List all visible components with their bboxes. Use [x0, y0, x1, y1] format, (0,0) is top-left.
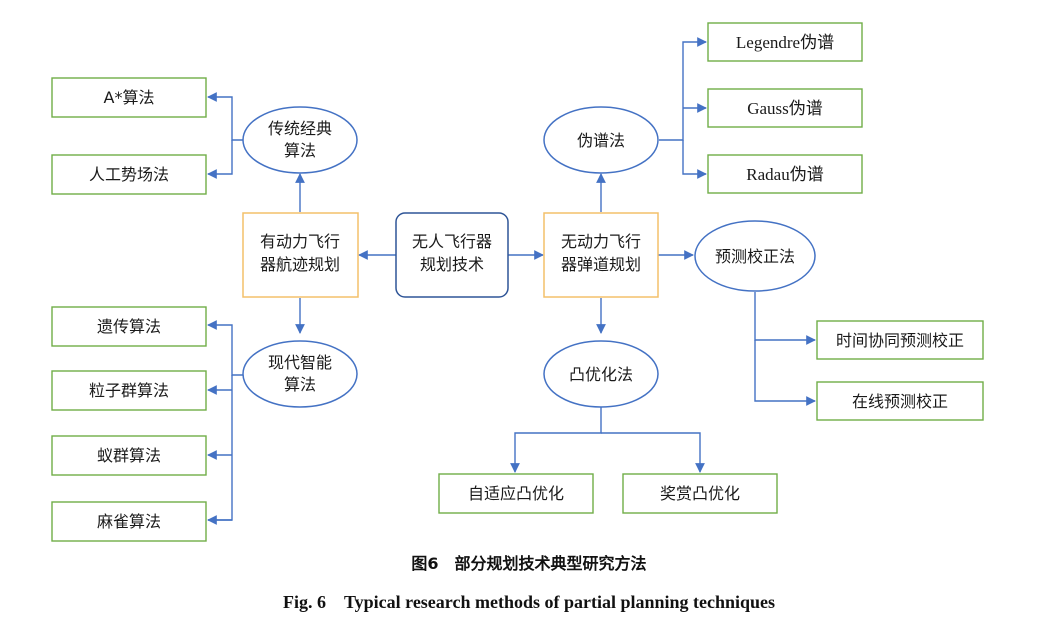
traditional-label-1: 传统经典: [268, 119, 332, 138]
leaf-astar: A*算法: [104, 88, 155, 107]
arrow-convex-to-reward: [601, 432, 705, 473]
ballistic-label-2: 器弹道规划: [561, 255, 641, 274]
caption-english: Fig. 6 Typical research methods of parti…: [282, 592, 776, 612]
leaf-box-reward: [622, 473, 778, 514]
caption-chinese: 图6 部分规划技术典型研究方法: [411, 554, 647, 573]
leaf-box-online: [816, 381, 984, 421]
ballistic-label-1: 无动力飞行: [561, 232, 641, 251]
arrow-traditional-to-astar: [207, 92, 243, 141]
arrow-predictor-to-online: [754, 340, 816, 406]
pseudo-label: 伪谱法: [577, 131, 625, 150]
modern-node: 现代智能 算法: [242, 340, 358, 408]
arrow-traditional-to-apf: [207, 140, 233, 179]
leaf-reward: 奖赏凸优化: [660, 484, 740, 503]
center-label-2: 规划技术: [420, 255, 484, 274]
modern-items: 遗传算法 粒子群算法 蚁群算法 麻雀算法: [51, 306, 207, 542]
modern-trunk: [208, 375, 233, 521]
pseudo-items: Legendre伪谱 Gauss伪谱 Radau伪谱: [707, 22, 863, 194]
pseudo-node: 伪谱法: [543, 106, 659, 174]
convex-items: 自适应凸优化 奖赏凸优化: [438, 473, 778, 514]
traditional-ellipse: [242, 106, 358, 174]
predictor-items: 时间协同预测校正 在线预测校正: [816, 320, 984, 421]
leaf-aco: 蚁群算法: [97, 446, 161, 465]
leaf-ga: 遗传算法: [97, 317, 161, 336]
leaf-legendre: Legendre伪谱: [736, 33, 834, 52]
leaf-box-adaptive: [438, 473, 594, 514]
traditional-label-2: 算法: [284, 141, 316, 160]
leaf-box-ga: [51, 306, 207, 347]
center-label-1: 无人飞行器: [412, 232, 492, 251]
ballistic-node: 无动力飞行 器弹道规划: [543, 212, 659, 298]
predictor-label: 预测校正法: [715, 247, 795, 266]
powered-label-2: 器航迹规划: [260, 255, 340, 274]
modern-ellipse: [242, 340, 358, 408]
leaf-box-aco: [51, 435, 207, 476]
arrow-pseudo-to-legendre: [659, 37, 707, 141]
leaf-radau: Radau伪谱: [746, 165, 823, 184]
modern-label-2: 算法: [284, 375, 316, 394]
leaf-online: 在线预测校正: [852, 392, 948, 411]
traditional-items: A*算法 人工势场法: [51, 77, 207, 195]
leaf-box-astar: [51, 77, 207, 118]
powered-node: 有动力飞行 器航迹规划: [242, 212, 359, 298]
leaf-box-legendre: [707, 22, 863, 62]
pseudo-ellipse: [543, 106, 659, 174]
convex-ellipse: [543, 340, 659, 408]
leaf-gauss: Gauss伪谱: [747, 99, 823, 118]
traditional-node: 传统经典 算法: [242, 106, 358, 174]
leaf-box-ssa: [51, 501, 207, 542]
powered-label-1: 有动力飞行: [260, 232, 340, 251]
arrow-modern-to-ga: [207, 320, 243, 376]
powered-box: [242, 212, 359, 298]
convex-label: 凸优化法: [569, 365, 633, 384]
convex-node: 凸优化法: [543, 340, 659, 408]
leaf-box-apf: [51, 154, 207, 195]
leaf-pso: 粒子群算法: [89, 381, 169, 400]
leaf-box-time-coop: [816, 320, 984, 360]
center-node: 无人飞行器 规划技术: [395, 212, 509, 298]
leaf-box-radau: [707, 154, 863, 194]
leaf-time-coop: 时间协同预测校正: [836, 331, 964, 350]
modern-label-1: 现代智能: [268, 353, 332, 372]
predictor-ellipse: [694, 220, 816, 292]
leaf-box-pso: [51, 370, 207, 411]
leaf-apf: 人工势场法: [89, 165, 169, 184]
arrow-convex-to-adaptive: [510, 407, 602, 473]
center-box: [395, 212, 509, 298]
predictor-node: 预测校正法: [694, 220, 816, 292]
arrow-predictor-to-time: [754, 292, 816, 345]
leaf-ssa: 麻雀算法: [97, 512, 161, 531]
arrow-pseudo-to-radau: [682, 140, 707, 179]
leaf-box-gauss: [707, 88, 863, 128]
ballistic-box: [543, 212, 659, 298]
connectors: [207, 37, 816, 525]
leaf-adaptive: 自适应凸优化: [468, 484, 564, 503]
